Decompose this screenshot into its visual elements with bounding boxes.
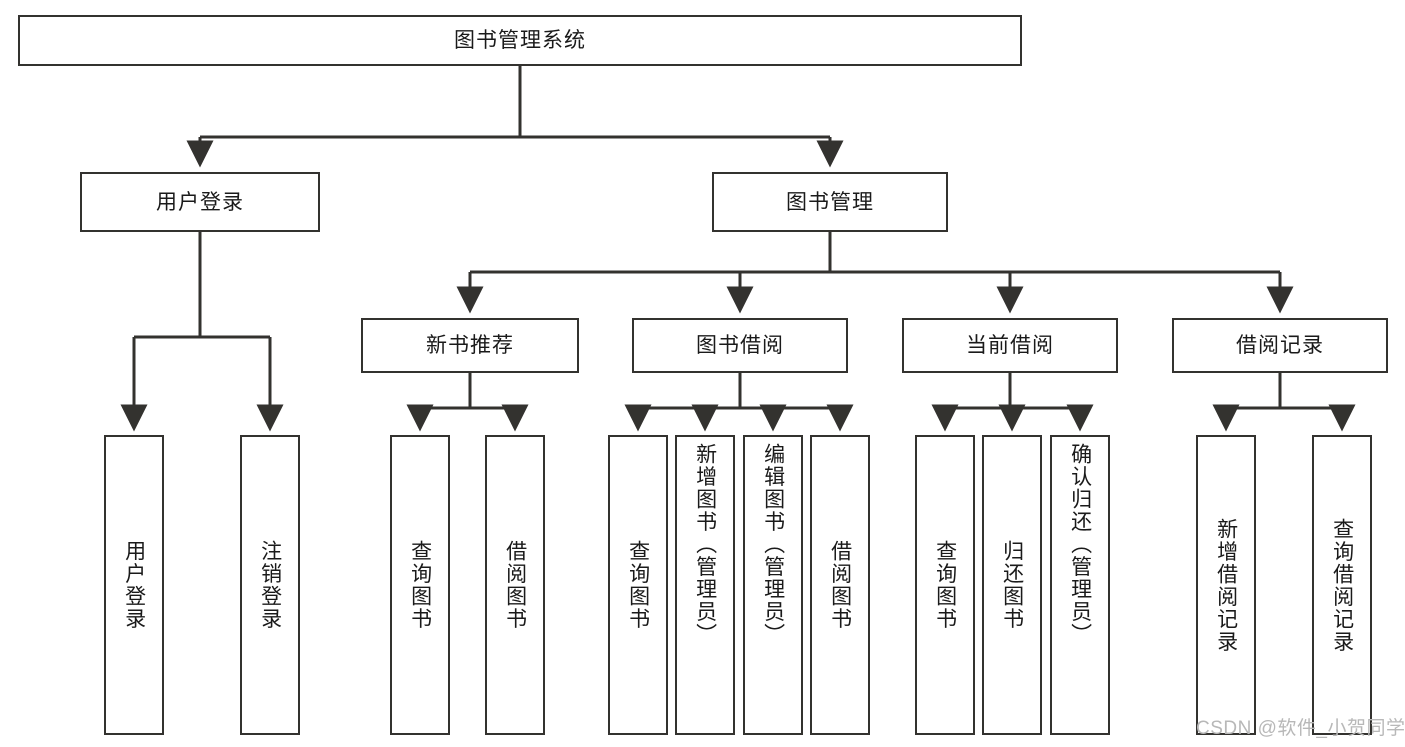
node-root[interactable]: 图书管理系统: [18, 15, 1022, 66]
leaf-confirm-return-admin[interactable]: 确认归还（管理员）: [1050, 435, 1110, 735]
leaf-query-book[interactable]: 查询图书: [608, 435, 668, 735]
leaf-logout[interactable]: 注销登录: [240, 435, 300, 735]
leaf-add-borrow-record[interactable]: 新增借阅记录: [1196, 435, 1256, 735]
node-borrow-record-label: 借阅记录: [1236, 334, 1324, 357]
csdn-watermark: CSDN @软件_小贺同学: [1196, 718, 1405, 739]
leaf-borrow-book-recommend[interactable]: 借阅图书: [485, 435, 545, 735]
node-current-borrow[interactable]: 当前借阅: [902, 318, 1118, 373]
leaf-add-book-admin[interactable]: 新增图书（管理员）: [675, 435, 735, 735]
node-book-borrow-label: 图书借阅: [696, 334, 784, 357]
node-user-login-label: 用户登录: [156, 190, 244, 214]
node-new-book-recommend-label: 新书推荐: [426, 334, 514, 357]
node-book-borrow[interactable]: 图书借阅: [632, 318, 848, 373]
node-borrow-record[interactable]: 借阅记录: [1172, 318, 1388, 373]
leaf-user-login[interactable]: 用户登录: [104, 435, 164, 735]
leaf-borrow-book[interactable]: 借阅图书: [810, 435, 870, 735]
node-book-management-label: 图书管理: [786, 190, 874, 214]
node-book-management[interactable]: 图书管理: [712, 172, 948, 232]
leaf-query-book-recommend[interactable]: 查询图书: [390, 435, 450, 735]
leaf-query-borrow-record[interactable]: 查询借阅记录: [1312, 435, 1372, 735]
leaf-return-book[interactable]: 归还图书: [982, 435, 1042, 735]
leaf-edit-book-admin[interactable]: 编辑图书（管理员）: [743, 435, 803, 735]
node-root-label: 图书管理系统: [454, 29, 586, 52]
node-current-borrow-label: 当前借阅: [966, 334, 1054, 357]
node-new-book-recommend[interactable]: 新书推荐: [361, 318, 579, 373]
node-user-login[interactable]: 用户登录: [80, 172, 320, 232]
leaf-query-book-current[interactable]: 查询图书: [915, 435, 975, 735]
